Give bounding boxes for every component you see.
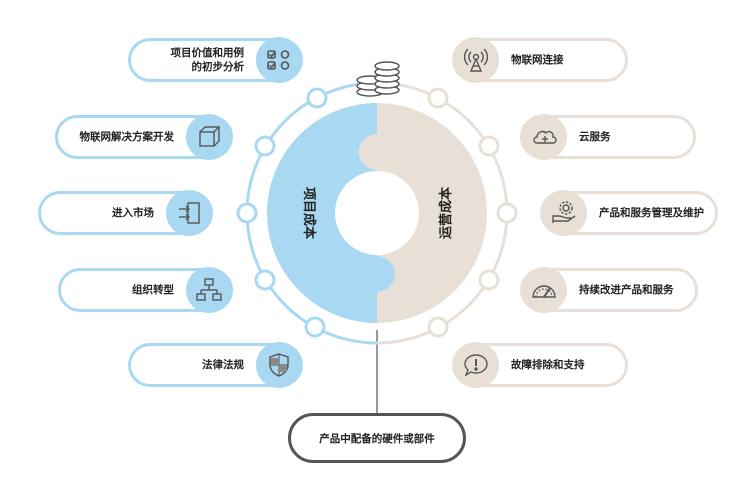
left-item-label: 组织转型 xyxy=(132,284,174,296)
left-item-solution-dev: 物联网解决方案开发 xyxy=(55,114,233,160)
market-entry-icon xyxy=(166,190,212,236)
ring-node-left-3 xyxy=(236,202,258,224)
right-item-iot-connectivity: 物联网连接 xyxy=(452,37,628,83)
right-item-label: 产品和服务管理及维护 xyxy=(599,207,704,219)
org-chart-icon xyxy=(186,267,232,313)
shield-icon xyxy=(256,342,302,388)
operation-cost-half xyxy=(359,103,487,323)
antenna-icon xyxy=(453,37,499,83)
project-cost-half xyxy=(267,103,395,323)
hardware-components-label: 产品中配备的硬件或部件 xyxy=(319,432,435,445)
right-item-maintenance: 产品和服务管理及维护 xyxy=(540,190,718,236)
right-item-label: 持续改进产品和服务 xyxy=(579,284,674,296)
cube-icon xyxy=(186,114,232,160)
left-item-label: 物联网解决方案开发 xyxy=(79,131,175,143)
gear-hand-icon xyxy=(541,190,587,236)
checklist-icon xyxy=(256,37,302,83)
ring-node-left-5 xyxy=(304,316,326,338)
ring-node-right-5 xyxy=(427,316,449,338)
left-item-label: 法律法规 xyxy=(202,359,244,371)
hardware-components-box: 产品中配备的硬件或部件 xyxy=(288,413,466,463)
ring-node-left-4 xyxy=(254,269,276,291)
left-item-label-line: 项目价值和用例 xyxy=(170,47,245,59)
center-hole xyxy=(335,171,419,255)
left-item-legal: 法律法规 xyxy=(128,342,303,388)
left-item-label: 项目价值和用例 的初步分析 xyxy=(171,46,253,74)
left-item-market-entry: 进入市场 xyxy=(38,190,213,236)
left-item-label-line: 的初步分析 xyxy=(191,61,245,73)
ring-node-left-1 xyxy=(306,87,328,109)
ring-node-right-1 xyxy=(427,87,449,109)
alert-bubble-icon xyxy=(453,342,499,388)
project-cost-label: 项目成本 xyxy=(301,187,317,239)
right-item-cloud: 云服务 xyxy=(520,114,696,160)
left-item-label: 进入市场 xyxy=(112,207,154,219)
operation-cost-label: 运营成本 xyxy=(438,187,454,239)
right-item-label: 物联网连接 xyxy=(511,54,564,66)
ring-node-right-4 xyxy=(478,269,500,291)
gauge-icon xyxy=(521,267,567,313)
right-item-label: 故障排除和支持 xyxy=(511,359,585,371)
ring-node-left-2 xyxy=(254,135,276,157)
cloud-plus-icon xyxy=(521,114,567,160)
right-item-label: 云服务 xyxy=(579,131,611,143)
ring-node-right-2 xyxy=(478,135,500,157)
right-item-improvement: 持续改进产品和服务 xyxy=(520,267,698,313)
coin-stack-icon xyxy=(356,61,400,97)
left-item-org-transform: 组织转型 xyxy=(58,267,233,313)
ring-node-right-3 xyxy=(496,202,518,224)
right-item-support: 故障排除和支持 xyxy=(452,342,628,388)
left-item-initial-analysis: 项目价值和用例 的初步分析 xyxy=(128,37,303,83)
